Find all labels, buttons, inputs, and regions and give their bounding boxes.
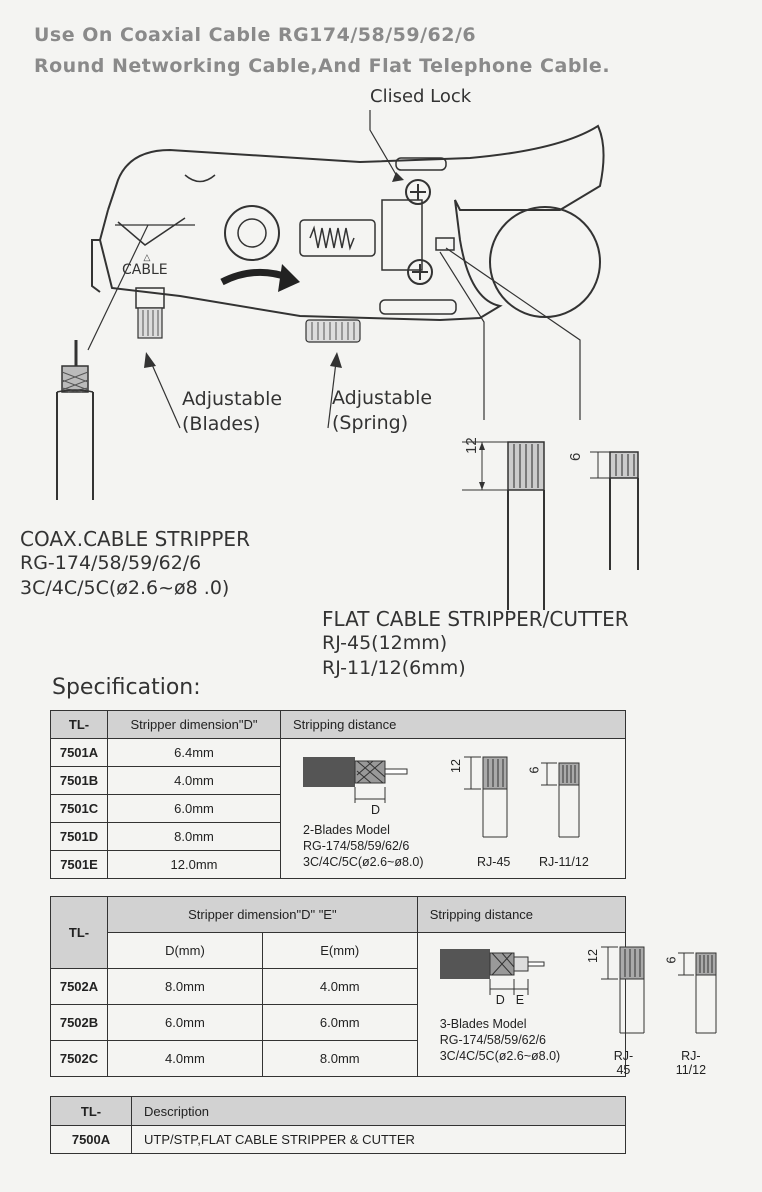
table-row-d: 6.0mm: [107, 1004, 263, 1041]
table-row-d: 4.0mm: [107, 1040, 263, 1077]
table2-header-strip: Stripping distance: [416, 896, 627, 933]
table1-header-strip: Stripping distance: [280, 710, 626, 739]
lock-screw-bottom: [407, 259, 433, 285]
table-row-e: 6.0mm: [261, 1004, 418, 1041]
table-row-model: 7501A: [50, 738, 108, 767]
dim-d-label: D: [495, 993, 505, 1007]
table-row-e: 4.0mm: [261, 968, 418, 1005]
closed-lock-label: Clised Lock: [370, 86, 472, 107]
three-blade-cables: RG-174/58/59/62/6: [439, 1033, 547, 1047]
adjustable-spring-line2: (Spring): [332, 412, 409, 434]
ring: [489, 206, 601, 318]
adjustable-blades-line2: (Blades): [182, 413, 261, 435]
header-line-1: Use On Coaxial Cable RG174/58/59/62/6: [34, 24, 477, 46]
dim-d-label: D: [371, 803, 381, 817]
rj45-label: RJ-45: [477, 855, 511, 869]
table2-header-dim: Stripper dimension"D" "E": [107, 896, 418, 933]
table-row-d: 8.0mm: [107, 968, 263, 1005]
adjustable-blades-line1: Adjustable: [182, 388, 283, 410]
flat-title: FLAT CABLE STRIPPER/CUTTER: [322, 607, 629, 631]
table-row-dim: 4.0mm: [107, 766, 281, 795]
dim-6-label: 6: [567, 453, 584, 461]
rj11-label: RJ-11/12: [539, 855, 589, 869]
table1-strip-cell: D 12 6 2-Blades Model RG-174/58/59/62/6 …: [280, 738, 626, 879]
lock-screw-top: [405, 179, 431, 205]
table2-header-d: D(mm): [107, 932, 263, 969]
cable-label: CABLE: [122, 262, 168, 278]
table-row-model: 7501C: [50, 794, 108, 823]
table-row-model: 7501D: [50, 822, 108, 851]
dim-6-label: 6: [664, 956, 679, 964]
tool-body-outline: [91, 124, 605, 322]
table-row-dim: 6.0mm: [107, 794, 281, 823]
table-row-dim: 6.4mm: [107, 738, 281, 767]
pivot-circle: [224, 205, 280, 261]
flat-rj11-jacket: [609, 478, 639, 570]
table-row-model: 7500A: [50, 1125, 132, 1154]
dim-12-label: 12: [448, 759, 463, 773]
table-row-dim: 12.0mm: [107, 850, 281, 879]
table1-header-dim: Stripper dimension"D": [107, 710, 281, 739]
spec-title: Specification:: [52, 675, 201, 700]
dim-e-label: E: [515, 993, 525, 1007]
table-row-model: 7502A: [50, 968, 108, 1005]
two-blade-cables: RG-174/58/59/62/6: [303, 839, 410, 853]
two-blade-sizes: 3C/4C/5C(ø2.6~ø8.0): [303, 855, 424, 869]
spec-table-7500: TL- Description 7500A UTP/STP,FLAT CABLE…: [50, 1096, 626, 1154]
dim-12-label: 12: [585, 949, 600, 963]
table-row-model: 7501B: [50, 766, 108, 795]
dim-12-label: 12: [463, 437, 480, 454]
rj45-label: RJ-45: [613, 1049, 634, 1077]
spec-table-7501: TL- Stripper dimension"D" Stripping dist…: [50, 710, 626, 879]
table-row-model: 7502B: [50, 1004, 108, 1041]
spec-table-7502: TL- Stripper dimension"D" "E" Stripping …: [50, 896, 717, 1077]
tool-diagram: △ 12 6: [56, 110, 639, 610]
table3-header-tl: TL-: [50, 1096, 132, 1126]
three-blade-sizes: 3C/4C/5C(ø2.6~ø8.0): [439, 1049, 561, 1063]
table2-strip-cell: D E 12 6 3-Blades Model RG-174/58/59/62/…: [416, 932, 717, 1077]
table-row-model: 7502C: [50, 1040, 108, 1077]
spring-knob: [305, 319, 361, 343]
table3-header-desc: Description: [131, 1096, 626, 1126]
three-blade-cable-illustration: [439, 946, 717, 1034]
flat-rj11-wires: [609, 451, 639, 479]
dim-6-label: 6: [527, 766, 542, 774]
three-blade-model: 3-Blades Model: [439, 1017, 527, 1031]
two-blade-cable-illustration: [303, 756, 580, 838]
header-line-2: Round Networking Cable,And Flat Telephon…: [34, 55, 611, 77]
coax-sizes: 3C/4C/5C(ø2.6~ø8 .0): [20, 577, 230, 599]
spring-coil: [309, 225, 355, 251]
rj11-label: RJ-11/12: [675, 1049, 707, 1077]
table-row-desc: UTP/STP,FLAT CABLE STRIPPER & CUTTER: [131, 1125, 626, 1154]
coax-title: COAX.CABLE STRIPPER: [20, 527, 250, 551]
coax-models: RG-174/58/59/62/6: [20, 552, 202, 574]
flat-rj45: RJ-45(12mm): [322, 632, 448, 654]
table-row-e: 8.0mm: [261, 1040, 418, 1077]
table2-header-tl: TL-: [50, 896, 108, 969]
svg-text:△: △: [144, 252, 151, 262]
adjustable-spring-line1: Adjustable: [332, 387, 433, 409]
table2-header-e: E(mm): [261, 932, 418, 969]
table-row-model: 7501E: [50, 850, 108, 879]
two-blade-model: 2-Blades Model: [303, 823, 390, 837]
table-row-dim: 8.0mm: [107, 822, 281, 851]
coax-jacket: [56, 392, 94, 500]
flat-rj11: RJ-11/12(6mm): [322, 657, 466, 679]
coax-braid: [61, 365, 89, 393]
table1-header-tl: TL-: [50, 710, 108, 739]
flat-rj45-jacket: [507, 490, 545, 610]
